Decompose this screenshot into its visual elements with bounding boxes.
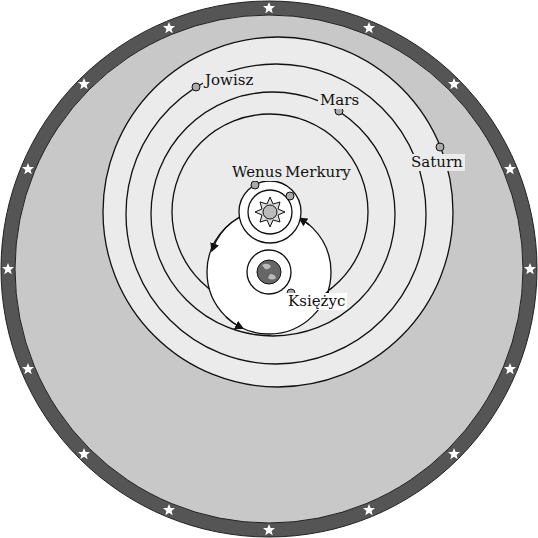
planet-label: Księżyc — [286, 293, 347, 310]
planet-label: Wenus — [230, 164, 284, 181]
planet-label: Mars — [318, 92, 361, 109]
planet-label: Merkury — [283, 164, 353, 181]
planet-label: Saturn — [409, 154, 465, 171]
planet-label: Jowisz — [203, 72, 255, 89]
